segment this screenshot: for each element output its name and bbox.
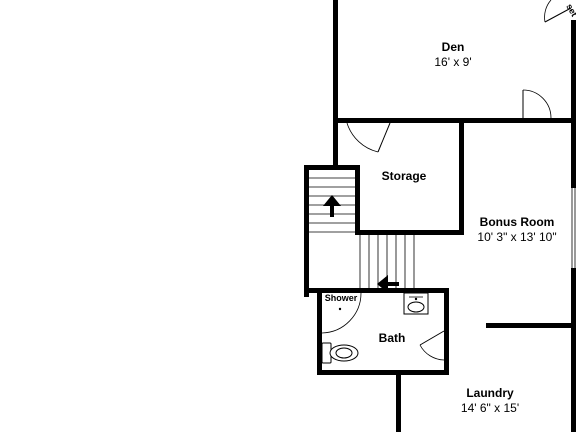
arrow-left-icon [377, 275, 399, 293]
sink-icon [403, 292, 429, 315]
wall-den-bottom [333, 118, 576, 123]
door-bath [419, 330, 445, 361]
wall-left-connector [333, 118, 338, 168]
door-closet [544, 0, 572, 23]
stairs-lower [359, 235, 415, 288]
den-dimensions: 16' x 9' [434, 55, 471, 69]
shower-label: Shower [325, 293, 358, 303]
shower-enclosure [321, 292, 362, 334]
storage-label: Storage [382, 169, 427, 183]
den-label: Den [442, 40, 465, 54]
wall-den-left [333, 0, 338, 124]
toilet-icon [321, 342, 359, 364]
wall-right-mid [571, 123, 576, 188]
wall-laundry-left [396, 375, 401, 432]
shower-drain [338, 307, 342, 311]
wall-den-right [571, 20, 576, 124]
wall-bath-left [317, 288, 322, 375]
laundry-dimensions: 14' 6" x 15' [461, 401, 519, 415]
walls [304, 0, 576, 432]
wall-bath-bottom [317, 370, 449, 375]
bonus-room-label: Bonus Room [480, 215, 555, 229]
wall-right-lower [571, 268, 576, 432]
wall-bath-right [444, 288, 449, 375]
wall-bonus-laundry [486, 323, 576, 328]
wall-stair-left [304, 165, 309, 297]
door-den [522, 89, 552, 119]
bonus-room-dimensions: 10' 3" x 13' 10" [477, 230, 556, 244]
bath-label: Bath [379, 331, 406, 345]
closet-label: set [564, 2, 576, 18]
laundry-label: Laundry [466, 386, 514, 400]
wall-storage-left [355, 165, 360, 235]
door-storage [346, 122, 391, 153]
arrow-up-icon [323, 195, 341, 217]
wall-stair-top [304, 165, 360, 170]
wall-storage-right [459, 118, 464, 235]
wall-bath-top [304, 288, 449, 293]
wall-storage-bottom [355, 230, 464, 235]
